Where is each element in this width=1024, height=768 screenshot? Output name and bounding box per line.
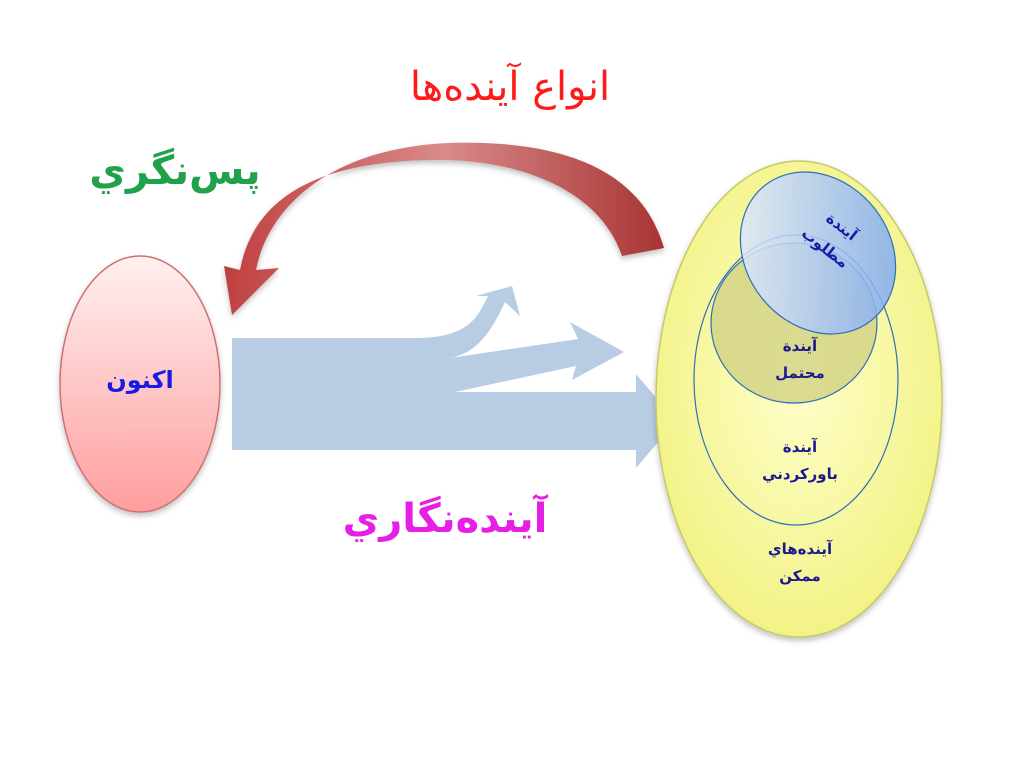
probable-future-line1: آیندة: [782, 337, 818, 355]
probable-future-label: آیندة محتمل: [740, 333, 860, 387]
possible-futures-line1: آینده‌هاي: [767, 540, 833, 558]
backcasting-label: پس‌نگري: [89, 148, 261, 194]
preferable-future-ellipse: [739, 171, 897, 335]
forecasting-arrows: [232, 286, 676, 468]
present-label: اکنون: [106, 366, 174, 394]
forecasting-label: آینده‌نگاري: [342, 496, 548, 542]
probable-future-line2: محتمل: [775, 364, 825, 382]
possible-futures-label: آینده‌هاي ممکن: [740, 536, 860, 590]
forward-arrow-main: [232, 286, 676, 468]
plausible-future-line2: باورکردني: [762, 465, 838, 483]
diagram-title: انواع آینده‌ها: [409, 64, 611, 110]
present-ellipse: [59, 255, 221, 513]
backcasting-arrow: [224, 142, 664, 315]
plausible-future-label: آیندة باورکردني: [740, 434, 860, 488]
plausible-future-line1: آیندة: [782, 438, 818, 456]
possible-futures-line2: ممکن: [779, 567, 821, 585]
